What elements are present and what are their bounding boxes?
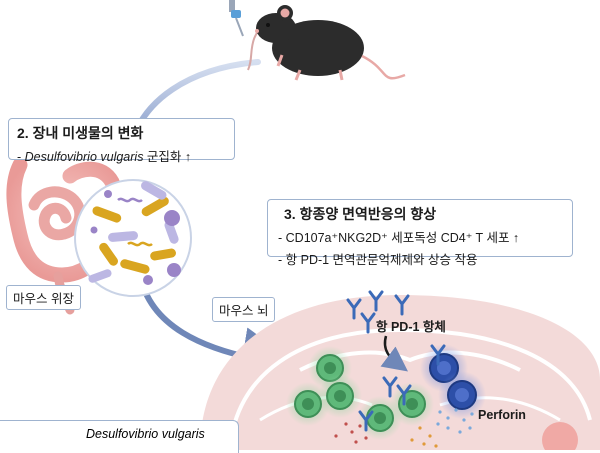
step-3-detail-2: - 항 PD-1 면역관문억제제와 상승 작용 — [278, 253, 478, 267]
step-3-panel: 3. 항종양 면역반응의 향상 - CD107a⁺NKG2D⁺ 세포독성 CD4… — [267, 199, 573, 267]
perforin-label: Perforin — [478, 408, 526, 422]
granule-dots-red — [334, 422, 368, 444]
step-2-species-name: Desulfovibrio vulgaris — [24, 150, 144, 164]
mouse-icon — [247, 5, 406, 81]
tumor-cell-cluster — [420, 344, 486, 419]
anti-pd1-label: 항 PD-1 항체 — [376, 320, 446, 334]
gut-microbiota-bubble — [74, 179, 192, 297]
mouse-brain-label: 마우스 뇌 — [212, 297, 276, 322]
perforin-granules — [436, 408, 474, 434]
granule-dots-orange — [410, 426, 438, 448]
mouse-gut-label: 마우스 위장 — [6, 285, 81, 310]
legend-bacterium-label: Desulfovibrio vulgaris — [86, 427, 205, 441]
step-2-detail-prefix: - — [17, 150, 25, 164]
feeding-tube-icon — [229, 0, 244, 37]
step-3-detail-1: - CD107a⁺NKG2D⁺ 세포독성 CD4⁺ T 세포 ↑ — [278, 231, 520, 245]
step-2-detail: - Desulfovibrio vulgaris 군집화 ↑ — [17, 146, 226, 165]
cd4-t-cell-cluster — [286, 346, 434, 440]
step-3-title: 3. 항종양 면역반응의 향상 — [284, 206, 437, 222]
step-2-detail-suffix: 군집화 ↑ — [143, 150, 192, 164]
anti-pd1-antibodies — [346, 290, 446, 432]
legend-panel: Desulfovibrio vulgaris — [0, 420, 239, 453]
antibody-entry-arrow — [380, 335, 408, 372]
step-2-title: 2. 장내 미생물의 변화 — [17, 125, 144, 141]
step-2-panel: 2. 장내 미생물의 변화 - Desulfovibrio vulgaris 군… — [8, 118, 235, 164]
